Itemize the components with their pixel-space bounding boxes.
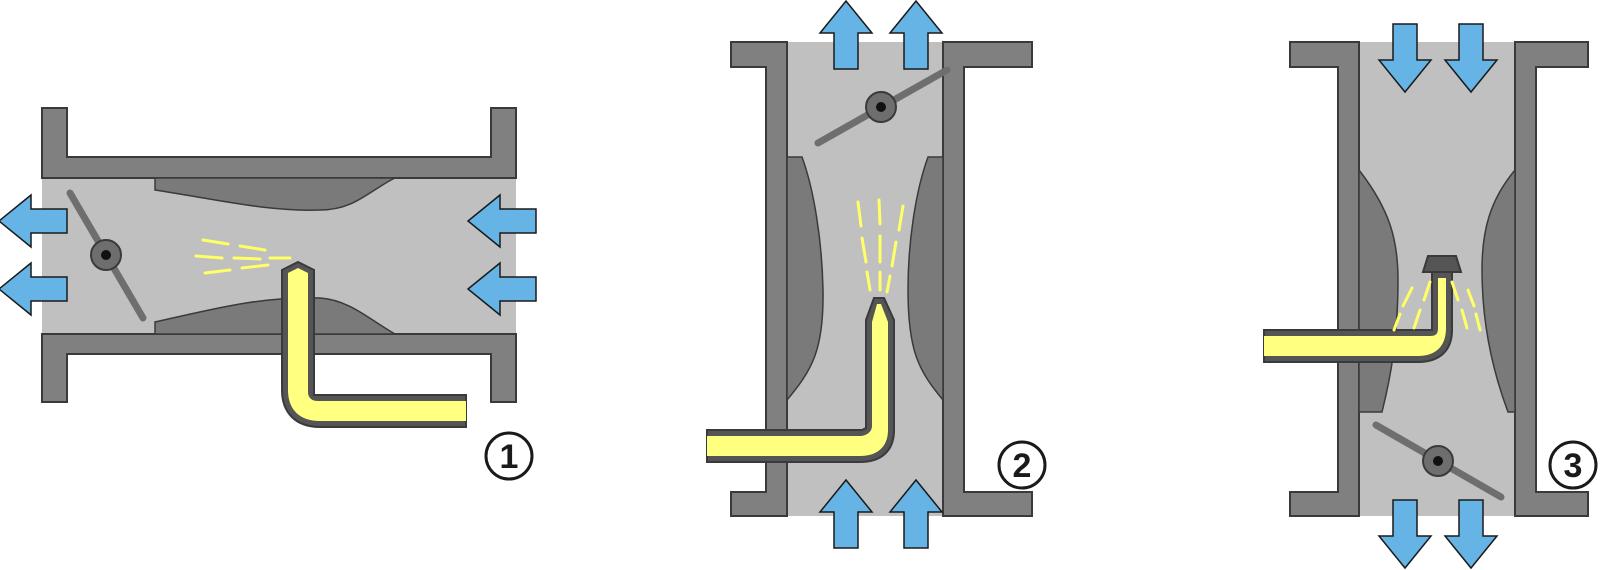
fuel-nozzle-icon — [281, 260, 467, 428]
arrow-icon — [1443, 499, 1499, 570]
throttle-valve-icon — [66, 189, 147, 322]
airflow-arrows-in — [1377, 23, 1499, 94]
throttle-valve-icon — [814, 66, 951, 147]
housing-right — [1514, 41, 1589, 517]
arrow-icon — [0, 193, 68, 249]
arrow-icon — [1377, 23, 1433, 94]
arrow-icon — [466, 193, 537, 249]
housing-right — [942, 41, 1033, 517]
airflow-arrows-out — [0, 193, 68, 317]
arrow-icon — [818, 0, 874, 70]
arrow-icon — [818, 478, 874, 549]
throttle-valve-icon — [1372, 421, 1505, 501]
diagram-label-text: 2 — [1013, 447, 1032, 485]
diagram-label-2: 2 — [997, 440, 1047, 490]
housing-top — [41, 107, 517, 179]
venturi-top — [154, 177, 396, 211]
diagram-label-text: 1 — [500, 438, 519, 476]
venturi-left — [786, 156, 824, 403]
arrow-icon — [466, 261, 537, 317]
fuel-spray — [194, 238, 292, 275]
airflow-arrows-out — [1377, 499, 1499, 570]
airflow-arrows-out — [818, 0, 944, 70]
fuel-nozzle-icon — [1263, 255, 1463, 363]
diagram-3: 3 — [1263, 23, 1598, 570]
diagram-label-text: 3 — [1564, 447, 1583, 485]
fuel-spray — [1392, 280, 1482, 332]
housing-left — [1289, 41, 1360, 517]
arrow-icon — [0, 261, 68, 317]
venturi-right — [1481, 167, 1516, 413]
diagram-label-1: 1 — [484, 431, 534, 481]
venturi-right — [907, 156, 944, 403]
arrow-icon — [1443, 23, 1499, 94]
arrow-icon — [888, 0, 944, 70]
airflow-arrows-in — [466, 193, 537, 317]
housing-bottom — [41, 333, 517, 403]
diagram-2: 2 — [706, 0, 1047, 549]
fuel-spray — [856, 198, 905, 294]
arrow-icon — [888, 478, 944, 549]
diagram-1: 1 — [0, 107, 537, 481]
arrow-icon — [1377, 499, 1433, 570]
airflow-arrows-in — [818, 478, 944, 549]
fuel-nozzle-icon — [706, 297, 895, 463]
diagram-label-3: 3 — [1548, 440, 1598, 490]
